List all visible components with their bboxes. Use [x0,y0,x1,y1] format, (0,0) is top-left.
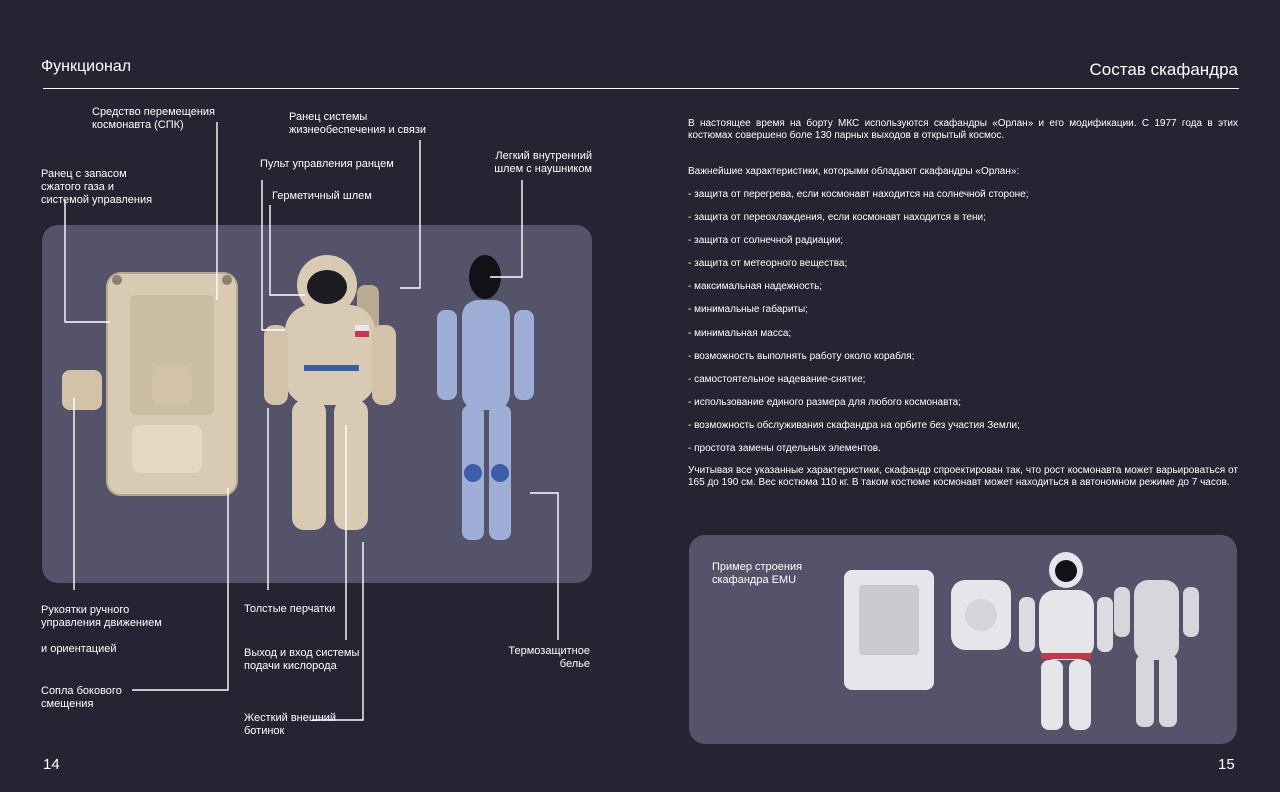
label-inner-helmet: Легкий внутренний шлем с наушником [494,150,592,175]
feature-item: - защита от переохлаждения, если космона… [688,212,986,224]
feature-item: - использование единого размера для любо… [688,396,962,408]
label-handles: Рукоятки ручного управления движением и … [41,604,162,655]
thermal-underwear-figure [437,255,534,540]
feature-item: - защита от перегрева, если космонавт на… [688,189,1029,200]
label-spk: Средство перемещения космонавта (СПК) [92,106,215,131]
maneuvering-unit-figure [62,272,238,496]
feature-item: - защита от солнечной радиации; [688,235,844,247]
feature-item: - минимальные габариты; [688,304,808,316]
features-title: Важнейшие характеристики, которыми облад… [688,166,1020,177]
label-gas-pack: Ранец с запасом сжатого газа и системой … [41,168,153,206]
section-title-right: Состав скафандра [1089,60,1238,79]
summary-paragraph: Учитывая все указанные характеристики, с… [688,465,1238,488]
section-title-left: Функционал [41,58,132,75]
feature-item: - защита от метеорного вещества; [688,258,848,270]
label-helmet: Герметичный шлем [272,190,372,202]
feature-item: - минимальная масса; [688,327,792,339]
emu-undergarment-figure [1114,580,1199,727]
feature-item: - самостоятельное надевание-снятие; [688,373,866,385]
feature-item: - возможность выполнять работу около кор… [688,350,915,362]
orlan-suit-figure [264,255,396,530]
features-list: - защита от перегрева, если космонавт на… [688,189,1238,466]
label-thermal: Термозащитное белье [508,645,590,670]
emu-suit-figure [1019,552,1113,730]
intro-paragraph: В настоящее время на борту МКС использую… [688,118,1238,141]
label-pack-control: Пульт управления ранцем [260,158,394,170]
emu-caption: Пример строения скафандра EMU [712,561,803,586]
feature-item: - возможность обслуживания скафандра на … [688,419,1020,431]
emu-torso-figure [951,580,1011,650]
page-number-left: 14 [43,756,60,773]
emu-suit-illustration [844,552,1199,730]
label-nozzles: Сопла бокового смещения [41,685,122,710]
label-oxygen: Выход и вход системы подачи кислорода [244,647,360,672]
emu-backpack-figure [844,570,934,690]
page-number-right: 15 [1218,756,1235,773]
feature-item: - простота замены отдельных элементов. [688,443,881,455]
feature-item: - максимальная надежность; [688,281,823,293]
orlan-suit-illustration [62,255,534,540]
header-divider [43,88,1239,89]
label-boot: Жесткий внешний ботинок [244,712,337,737]
label-gloves: Толстые перчатки [244,603,336,615]
label-life-pack: Ранец системы жизнеобеспечения и связи [289,111,427,136]
